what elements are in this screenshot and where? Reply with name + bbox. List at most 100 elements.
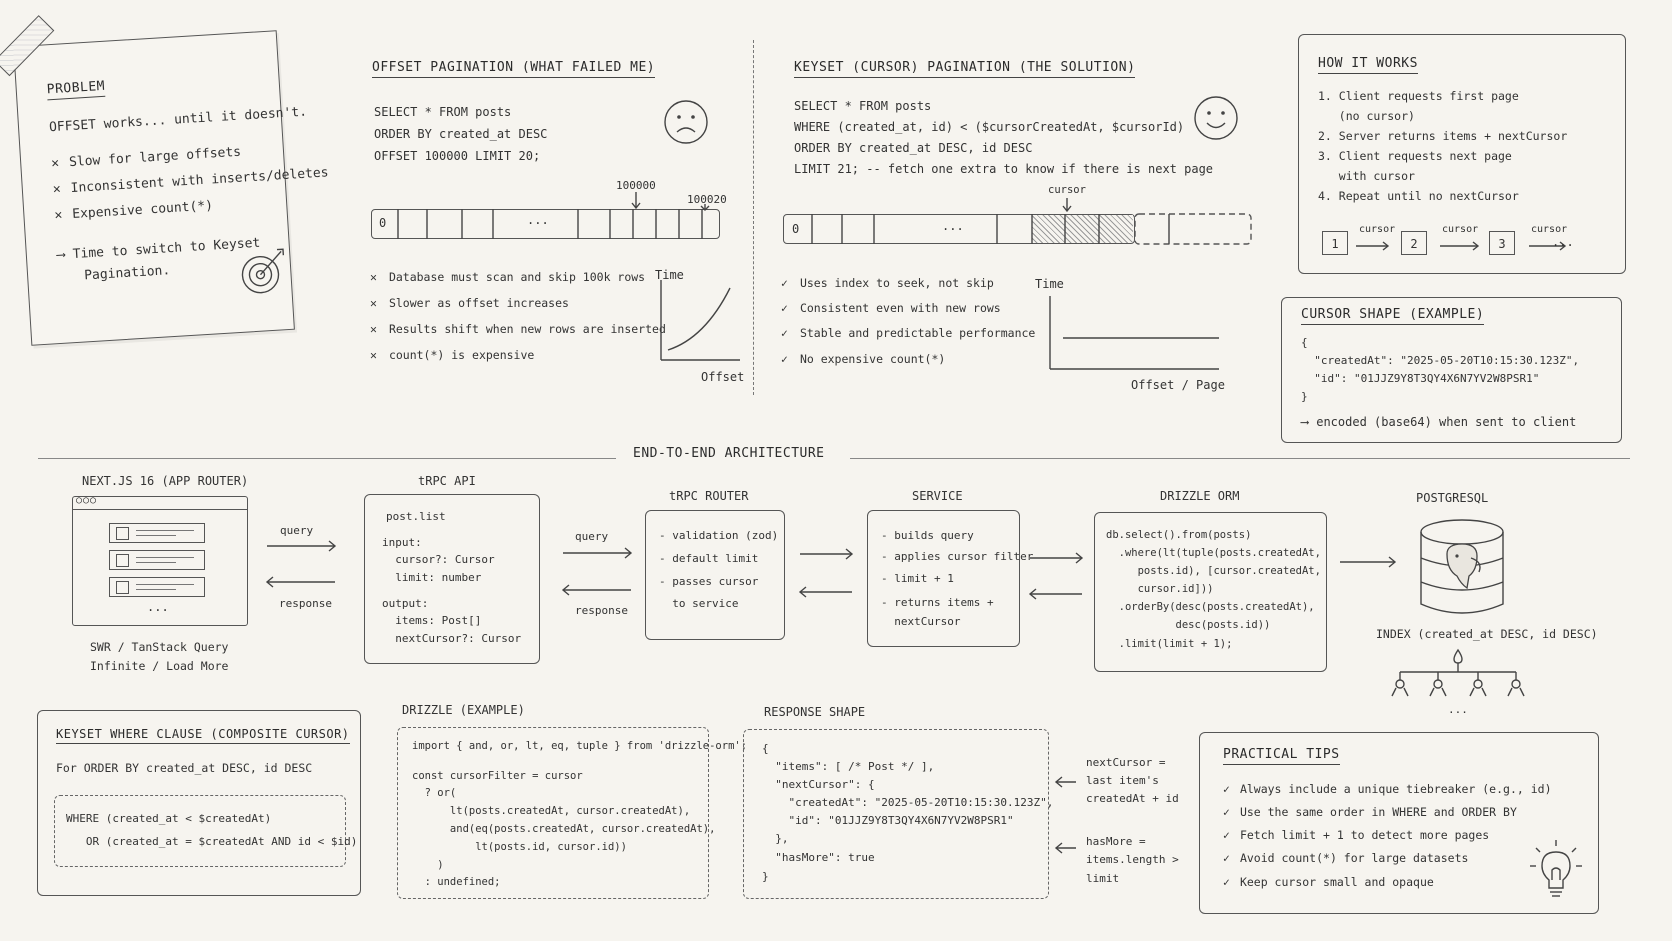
how-it-works-panel: [1298, 34, 1626, 274]
offset-title: OFFSET PAGINATION (WHAT FAILED ME): [372, 61, 656, 78]
arch-rule-left: [38, 458, 616, 459]
service-line: - builds query: [881, 529, 974, 542]
how-step: with cursor: [1318, 169, 1415, 183]
drizzle-title: DRIZZLE ORM: [1160, 489, 1240, 503]
response-label: response: [279, 597, 332, 610]
happy-face-icon: [1194, 96, 1238, 140]
tape: [0, 15, 55, 77]
cursor-shape-note: ⟶encoded (base64) when sent to client: [1301, 415, 1577, 429]
response-line: "createdAt": "2025-05-20T10:15:30.123Z",: [762, 796, 1054, 809]
drizzle-example-line: : undefined;: [412, 876, 501, 888]
x-icon: ✕: [50, 155, 60, 172]
tip-item: ✓Keep cursor small and opaque: [1223, 875, 1434, 889]
how-step: (no cursor): [1318, 109, 1415, 123]
where-clause-line: WHERE (created_at < $createdAt): [66, 812, 272, 825]
database-icon: [1420, 519, 1504, 614]
offset-sql-line: ORDER BY created_at DESC: [374, 127, 548, 141]
tips-panel: [1199, 732, 1599, 914]
service-line: - returns items +: [881, 596, 994, 609]
drizzle-example-line: ? or(: [412, 787, 457, 799]
check-icon: ✓: [1223, 805, 1230, 819]
drizzle-example-line: import { and, or, lt, eq, tuple } from '…: [412, 740, 748, 752]
postgres-title: POSTGRESQL: [1416, 491, 1489, 505]
sad-face-icon: [664, 100, 708, 144]
problem-conclusion: ⟶Time to switch to Keyset: [56, 235, 261, 264]
query-label: query: [280, 524, 314, 537]
offset-con: ✕count(*) is expensive: [370, 348, 535, 362]
offset-sql-line: OFFSET 100000 LIMIT 20;: [374, 149, 541, 163]
response-label: response: [575, 604, 628, 617]
trpc-router-line: - validation (zod): [659, 529, 779, 542]
drizzle-line: posts.id), [cursor.createdAt,: [1106, 565, 1321, 577]
check-icon: ✓: [781, 352, 788, 366]
cursor-shape-title: CURSOR SHAPE (EXAMPLE): [1301, 308, 1485, 325]
nextjs-trpc-arrows: [265, 540, 337, 588]
how-arrow-label: cursor: [1359, 224, 1396, 235]
service-line: nextCursor: [881, 615, 961, 628]
problem-note: PROBLEM OFFSET works... until it doesn't…: [0, 15, 329, 346]
keyset-cursor-label: cursor: [1048, 184, 1086, 196]
problem-item: ✕Slow for large offsets: [50, 144, 242, 172]
service-line: - limit + 1: [881, 572, 954, 585]
where-clause-code: [54, 795, 346, 867]
router-service-arrows: [798, 548, 854, 598]
drizzle-line: db.select().from(posts): [1106, 529, 1252, 541]
arrow-right-icon: ⟶: [56, 247, 66, 264]
keyset-pro: ✓Uses index to seek, not skip: [781, 276, 994, 290]
response-line: "hasMore": true: [762, 851, 875, 864]
response-note: last item's: [1086, 774, 1159, 787]
index-dots: ...: [1448, 703, 1468, 716]
problem-item: ✕Expensive count(*): [54, 198, 214, 224]
drizzle-box: [1094, 512, 1327, 672]
trpc-api-line: items: Post[]: [382, 614, 482, 627]
keyset-pro: ✓No expensive count(*): [781, 352, 946, 366]
offset-graph-xlabel: Offset: [701, 370, 745, 384]
trpc-api-line: input:: [382, 536, 422, 549]
keyset-graph-ylabel: Time: [1035, 277, 1064, 291]
keyset-seek-rows: [1032, 215, 1133, 243]
how-arrows: [1356, 241, 1567, 251]
drizzle-example-code: [397, 727, 709, 899]
x-icon: ✕: [370, 322, 377, 336]
drizzle-postgres-arrow: [1340, 556, 1397, 568]
tip-item: ✓Fetch limit + 1 to detect more pages: [1223, 828, 1490, 842]
drizzle-line: cursor.id])): [1106, 583, 1214, 595]
query-label: query: [575, 530, 609, 543]
where-clause-line: OR (created_at = $createdAt AND id < $id…: [66, 835, 358, 848]
x-icon: ✕: [370, 348, 377, 362]
response-line: "nextCursor": {: [762, 778, 875, 791]
drizzle-example-title: DRIZZLE (EXAMPLE): [402, 703, 525, 717]
arch-rule-right: [850, 458, 1630, 459]
x-icon: ✕: [370, 270, 377, 284]
problem-item: ✕Inconsistent with inserts/deletes: [52, 165, 329, 198]
trpc-router-title: tRPC ROUTER: [669, 489, 749, 503]
keyset-sql-line: LIMIT 21; -- fetch one extra to know if …: [794, 162, 1214, 176]
keyset-rows-bar: [783, 214, 1135, 244]
response-code: [743, 729, 1049, 899]
response-note-arrows: [1054, 776, 1076, 854]
trpc-router-line: - default limit: [659, 552, 759, 565]
trpc-api-box: [364, 494, 540, 664]
response-line: "id": "01JJZ9Y8T3QY4X6N7YV2W8PSR1": [762, 814, 1014, 827]
drizzle-line: .where(lt(tuple(posts.createdAt,: [1106, 547, 1321, 559]
check-icon: ✓: [781, 276, 788, 290]
keyset-bar-dots: ...: [942, 219, 964, 233]
response-note: items.length >: [1086, 853, 1179, 866]
how-ellipsis: ...: [1552, 235, 1574, 249]
trpc-api-title: tRPC API: [418, 474, 476, 488]
how-step: 4. Repeat until no nextCursor: [1318, 189, 1519, 203]
trpc-router-line: - passes cursor: [659, 575, 759, 588]
keyset-pro: ✓Consistent even with new rows: [781, 301, 1001, 315]
trpc-router-box: [645, 510, 785, 640]
page-box: 3: [1489, 231, 1515, 255]
offset-sql-line: SELECT * FROM posts: [374, 105, 512, 119]
keyset-bar-cells: [811, 213, 1252, 245]
x-icon: ✕: [370, 296, 377, 310]
check-icon: ✓: [1223, 782, 1230, 796]
trpc-api-line: post.list: [386, 510, 446, 523]
trpc-router-line: to service: [659, 597, 739, 610]
lightbulb-icon: [1530, 840, 1582, 897]
section-divider: [753, 40, 754, 395]
trpc-api-line: limit: number: [382, 571, 482, 584]
page-box: 2: [1401, 231, 1427, 255]
